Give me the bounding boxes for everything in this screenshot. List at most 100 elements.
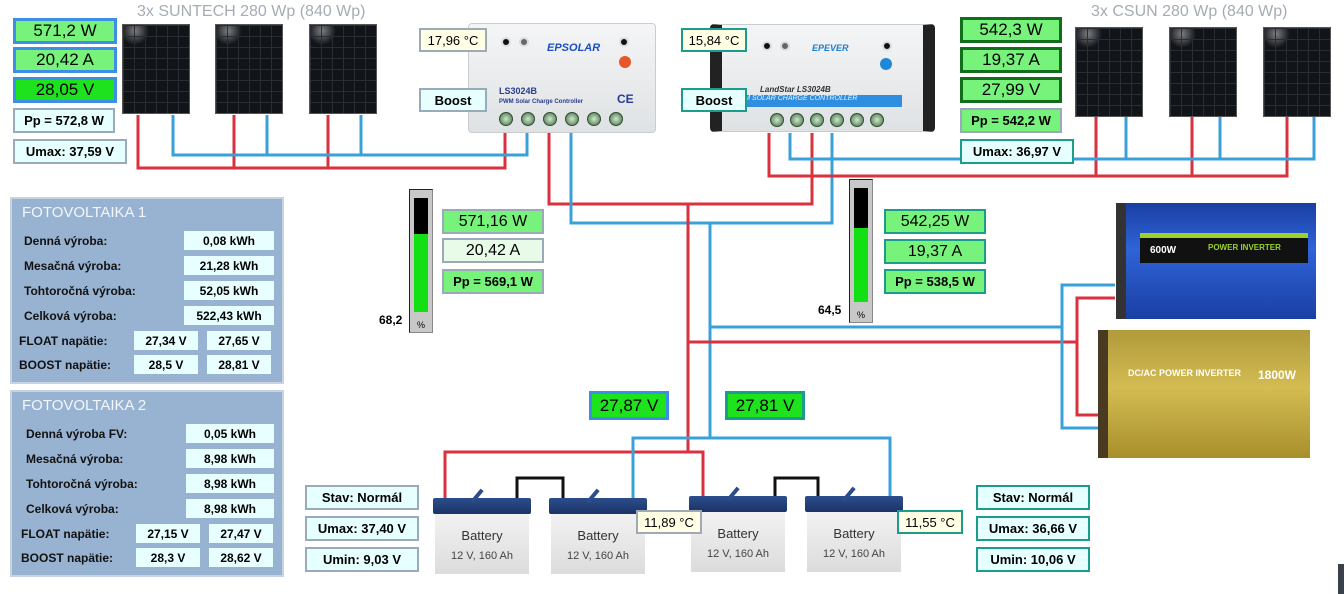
indicator-led [780, 41, 790, 51]
terminal [830, 113, 844, 127]
stats2-label: Celková výroba: [26, 502, 119, 516]
terminal [609, 112, 623, 126]
charge-controller-1: EPSOLAR LS3024B PWM Solar Charge Control… [468, 23, 656, 133]
pv2-title: 3x CSUN 280 Wp (840 Wp) [1091, 3, 1288, 20]
inverter1-label: POWER INVERTER [1208, 243, 1281, 252]
pv2-umax: Umax: 36,97 V [960, 139, 1074, 164]
stats2-value: 8,98 kWh [186, 449, 274, 468]
stats2-float-value: 27,47 V [209, 524, 273, 543]
gauge-unit: % [416, 320, 425, 330]
controller1-temperature: 17,96 °C [419, 28, 487, 52]
pv2-current: 19,37 A [960, 47, 1062, 73]
stats2-value: 8,98 kWh [186, 474, 274, 493]
pv1-umax: Umax: 37,59 V [13, 139, 127, 164]
indicator-led [519, 37, 529, 47]
indicator-led [882, 41, 892, 51]
indicator-led [501, 37, 511, 47]
terminal [850, 113, 864, 127]
output1-power: 571,16 W [442, 209, 544, 234]
pv1-power: 571,2 W [13, 18, 117, 44]
controller2-temperature: 15,84 °C [681, 28, 747, 52]
stats-panel-1: FOTOVOLTAIKA 1 Denná výroba: 0,08 kWh Me… [10, 197, 284, 384]
inverter2-label: DC/AC POWER INVERTER [1128, 368, 1242, 378]
stats1-label: Mesačná výroba: [24, 259, 122, 273]
ctrl-negative-bus [569, 133, 834, 225]
left-battery-umax: Umax: 37,40 V [305, 516, 419, 541]
stats2-boost-label: BOOST napätie: [21, 551, 114, 565]
stats1-float-value: 27,65 V [207, 331, 271, 350]
pv2-positive-wire [767, 115, 1289, 178]
solar-panel [1075, 27, 1143, 117]
solar-panel [1263, 27, 1331, 117]
gauge2-value: 64,5 [818, 303, 842, 317]
stats2-label: Denná výroba FV: [26, 427, 128, 441]
stats-panel-2: FOTOVOLTAIKA 2 Denná výroba FV: 0,05 kWh… [10, 390, 284, 577]
stats1-title: FOTOVOLTAIKA 1 [22, 204, 147, 221]
inverter1-rating: 600W [1150, 245, 1177, 256]
terminal [870, 113, 884, 127]
right-battery-state: Stav: Normál [976, 485, 1090, 510]
stats1-float-label: FLOAT napätie: [19, 334, 108, 348]
terminal [790, 113, 804, 127]
battery-name: Battery [577, 528, 619, 543]
pv1-peak-power: Pp = 572,8 W [13, 108, 115, 133]
output1-peak-power: Pp = 569,1 W [442, 269, 544, 294]
stats2-float-value: 27,15 V [136, 524, 200, 543]
stats1-float-value: 27,34 V [134, 331, 198, 350]
inverter-positive-feed [688, 296, 1115, 344]
battery-voltage-1: 27,87 V [589, 391, 669, 420]
stats2-label: Mesačná výroba: [26, 452, 124, 466]
stats2-label: Tohtoročná výroba: [26, 477, 138, 491]
stats1-label: Denná výroba: [24, 234, 108, 248]
output2-peak-power: Pp = 538,5 W [884, 269, 986, 294]
ctrl-positive-bus [547, 133, 814, 206]
output1-current: 20,42 A [442, 238, 544, 263]
pv2-voltage: 27,99 V [960, 77, 1062, 103]
inverter-600w: 600W POWER INVERTER [1116, 203, 1316, 319]
stats1-value: 522,43 kWh [184, 306, 274, 325]
battery-positive-link [443, 450, 688, 498]
charge-controller-2: EPEVER LandStar LS3024B PWM SOLAR CHARGE… [710, 24, 935, 132]
controller1-model: LS3024B [499, 86, 538, 96]
stats2-boost-value: 28,62 V [209, 548, 273, 567]
gauge-unit: % [856, 310, 865, 320]
terminal [521, 112, 535, 126]
pv1-title: 3x SUNTECH 280 Wp (840 Wp) [137, 3, 366, 20]
solar-panel [122, 24, 190, 114]
gauge-fill [414, 234, 428, 312]
controller2-mode: Boost [681, 88, 747, 112]
stats2-title: FOTOVOLTAIKA 2 [22, 397, 147, 414]
battery-spec: 12 V, 160 Ah [823, 548, 885, 560]
pv1-positive-wire [136, 115, 507, 170]
terminal [565, 112, 579, 126]
controller1-brand: EPSOLAR [547, 42, 601, 54]
left-battery-state: Stav: Normál [305, 485, 419, 510]
battery-temperature-1: 11,89 °C [636, 510, 702, 534]
pv1-current: 20,42 A [13, 47, 117, 73]
controller2-button[interactable] [880, 58, 892, 70]
stats2-boost-value: 28,3 V [136, 548, 200, 567]
pv1-voltage: 28,05 V [13, 77, 117, 103]
battery-jumper-2 [773, 476, 820, 498]
terminal [810, 113, 824, 127]
indicator-led [762, 41, 772, 51]
battery-negative-link [631, 436, 710, 498]
stats2-value: 8,98 kWh [186, 499, 274, 518]
left-battery-umin: Umin: 9,03 V [305, 547, 419, 572]
scrollbar-edge[interactable] [1338, 564, 1344, 594]
controller1-button[interactable] [619, 56, 631, 68]
battery-gauge-2: % [849, 179, 873, 323]
battery-spec: 12 V, 160 Ah [707, 548, 769, 560]
controller2-subtitle: PWM SOLAR CHARGE CONTROLLER [730, 95, 902, 107]
stats2-value: 0,05 kWh [186, 424, 274, 443]
terminal [543, 112, 557, 126]
output2-current: 19,37 A [884, 239, 986, 264]
controller2-model: LandStar LS3024B [760, 85, 831, 94]
stats1-boost-value: 28,5 V [134, 355, 198, 374]
controller1-mode: Boost [419, 88, 487, 112]
stats1-label: Celková výroba: [24, 309, 117, 323]
inverter-negative-feed [710, 283, 1115, 329]
